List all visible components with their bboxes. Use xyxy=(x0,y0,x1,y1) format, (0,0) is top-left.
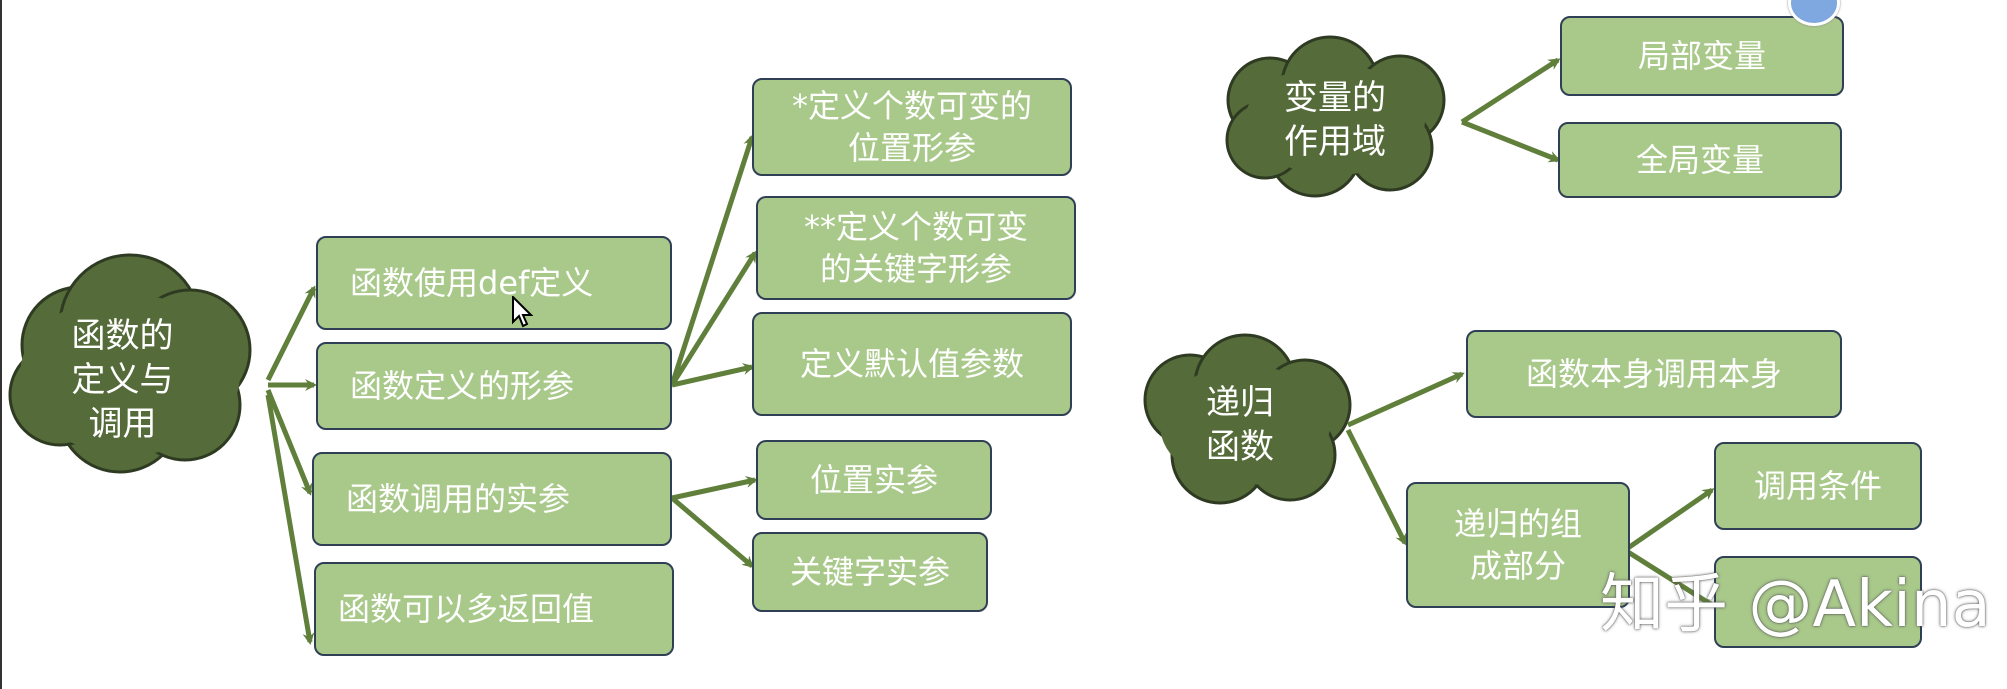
arrow-to-self-call xyxy=(1346,371,1465,428)
node-args: 函数调用的实参 xyxy=(312,452,672,546)
arrow-to-var-keyword xyxy=(669,250,758,387)
node-var-positional: *定义个数可变的 位置形参 xyxy=(752,78,1072,176)
cloud-function-definition xyxy=(8,253,252,474)
node-keyword-arg: 关键字实参 xyxy=(752,532,988,612)
arrow-to-keyword-arg xyxy=(670,496,755,568)
arrow-to-var-positional xyxy=(669,134,755,386)
mouse-cursor-icon xyxy=(512,296,534,328)
cloud-recursion xyxy=(1143,333,1352,505)
node-var-keyword: **定义个数可变 的关键字形参 xyxy=(756,196,1076,300)
arrow-to-parts xyxy=(1345,428,1408,546)
watermark-text: 知乎 @Akina xyxy=(1600,568,1991,642)
arrow-to-multi-return xyxy=(265,394,315,645)
connector-arrows xyxy=(265,57,1715,645)
node-positional-arg: 位置实参 xyxy=(756,440,992,520)
node-local-variable: 局部变量 xyxy=(1560,16,1844,96)
arrow-to-positional-arg xyxy=(671,476,758,501)
node-self-call: 函数本身调用本身 xyxy=(1466,330,1842,418)
node-params: 函数定义的形参 xyxy=(316,342,672,430)
cloud-label-variable-scope: 变量的 作用域 xyxy=(1284,78,1386,162)
cloud-label-recursion: 递归 函数 xyxy=(1206,383,1274,467)
node-multi-return: 函数可以多返回值 xyxy=(314,562,674,656)
node-global-variable: 全局变量 xyxy=(1558,122,1842,198)
arrow-to-terminate xyxy=(1626,549,1714,608)
node-recursion-parts: 递归的组 成部分 xyxy=(1406,482,1630,608)
cloud-label-function-definition: 函数的 定义与 调用 xyxy=(71,316,174,444)
cloud-variable-scope xyxy=(1225,35,1446,198)
arrow-to-global xyxy=(1461,119,1561,163)
arrow-to-condition xyxy=(1626,487,1715,551)
arrow-to-local xyxy=(1460,57,1561,125)
node-def-keyword: 函数使用def定义 xyxy=(316,236,672,330)
arrow-to-default xyxy=(671,363,755,388)
window-left-edge xyxy=(0,0,2,689)
node-terminate-condition xyxy=(1714,556,1922,648)
node-call-condition: 调用条件 xyxy=(1714,442,1922,530)
arrow-to-def xyxy=(265,285,317,382)
arrow-to-args xyxy=(265,389,313,496)
node-default-param: 定义默认值参数 xyxy=(752,312,1072,416)
